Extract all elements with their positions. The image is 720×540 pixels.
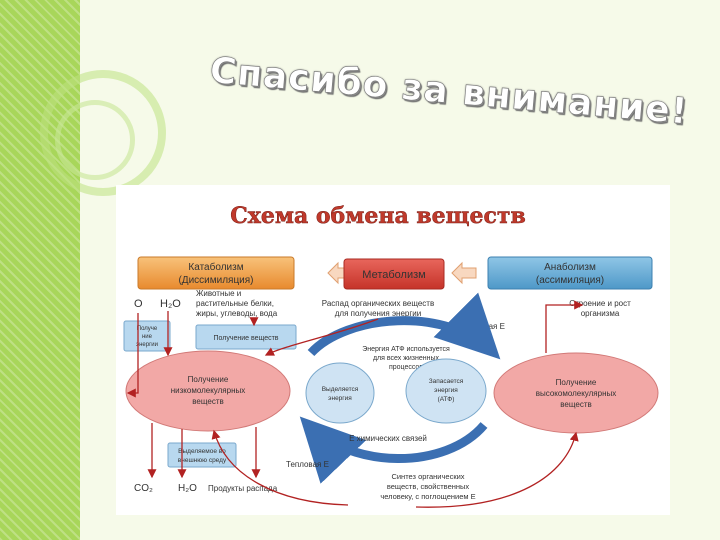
- diagram-heading: Схема обмена веществ: [230, 203, 526, 229]
- energy-release-circle: [305, 362, 375, 424]
- synthesis-label: веществ, свойственных: [387, 482, 470, 491]
- right-block-arrow: [451, 261, 477, 285]
- energy-intake-label: Получе: [137, 326, 158, 332]
- substance-intake-label: Получение веществ: [213, 335, 278, 342]
- decorative-circle: [55, 100, 135, 180]
- food-label: растительные белки,: [196, 299, 274, 308]
- arrow-left-return: [211, 429, 349, 506]
- chemical-bonds-label: Е химических связей: [349, 434, 427, 443]
- high-molecular-label: высокомолекулярных: [536, 389, 617, 398]
- catabolism-box: [137, 256, 295, 290]
- synthesis-label: Синтез органических: [391, 472, 464, 481]
- high-molecular-label: Получение: [556, 378, 597, 387]
- low-molecular-label: Получение: [188, 375, 229, 384]
- growth-label: Строение и рост: [569, 299, 631, 308]
- decorative-circle: [40, 70, 166, 196]
- low-molecular-label: веществ: [192, 397, 223, 406]
- low-molecular-label: низкомолекулярных: [171, 386, 246, 395]
- red-connector-arrows: [126, 300, 584, 508]
- metabolism-diagram: Схема обмена веществ Катаболизм (Диссими…: [116, 185, 670, 515]
- energy-intake-box: [123, 320, 171, 352]
- arrow-o2-down: [126, 313, 139, 398]
- energy-intake-label: энергии: [136, 342, 158, 348]
- excretion-box: [167, 442, 237, 468]
- atp-usage-label: Энергия АТФ используется: [362, 346, 450, 353]
- atp-usage-label: процессов: [389, 364, 423, 371]
- synthesis-label: человеку, с поглощением Е: [380, 492, 475, 501]
- heat-energy-top-label: Тепловая Е: [462, 322, 505, 331]
- energy-storage-circle: [405, 358, 487, 424]
- energy-release-label: Выделяется: [322, 386, 359, 393]
- anabolism-box: [487, 256, 653, 290]
- energy-release-label: энергия: [328, 395, 352, 402]
- oxygen-label: O: [134, 298, 143, 310]
- cycle-arrow-bottom: [299, 416, 488, 484]
- low-molecular-ellipse: [125, 350, 291, 432]
- cycle-arrow-top: [307, 292, 501, 360]
- substance-intake-box: [195, 324, 297, 350]
- arrow-synthesis: [415, 431, 579, 508]
- breakdown-label: Распад органических веществ: [322, 299, 434, 308]
- water-label-bottom: H₂O: [178, 483, 197, 494]
- decay-products-label: Продукты распада: [208, 484, 278, 493]
- arrow-breakdown: [264, 318, 379, 356]
- catabolism-label: Катаболизм: [188, 261, 243, 273]
- water-label-top: H₂O: [160, 298, 181, 310]
- anabolism-sublabel: (ассимиляция): [536, 275, 604, 286]
- energy-storage-label: (АТФ): [438, 396, 455, 403]
- metabolism-label: Метаболизм: [362, 269, 425, 281]
- co2-label: CO₂: [134, 483, 153, 494]
- atp-usage-label: для всех жизненных: [373, 355, 440, 362]
- energy-storage-label: Запасается: [429, 378, 464, 385]
- excretion-label: внешнюю среду: [178, 457, 227, 464]
- food-label: жиры, углеводы, вода: [196, 309, 278, 318]
- high-molecular-label: веществ: [560, 400, 591, 409]
- excretion-label: Выделяемое во: [178, 448, 226, 455]
- anabolism-label: Анаболизм: [544, 261, 596, 273]
- food-label: Животные и: [196, 289, 241, 298]
- energy-intake-label: ние: [142, 334, 153, 340]
- heat-energy-bottom-label: Тепловая Е: [286, 460, 329, 469]
- growth-label: организма: [581, 309, 620, 318]
- metabolism-box: [343, 258, 445, 290]
- breakdown-label: для получения энергии: [335, 309, 421, 318]
- arrow-growth-up: [545, 300, 584, 353]
- energy-storage-label: энергия: [434, 387, 458, 394]
- catabolism-sublabel: (Диссимиляция): [178, 275, 253, 286]
